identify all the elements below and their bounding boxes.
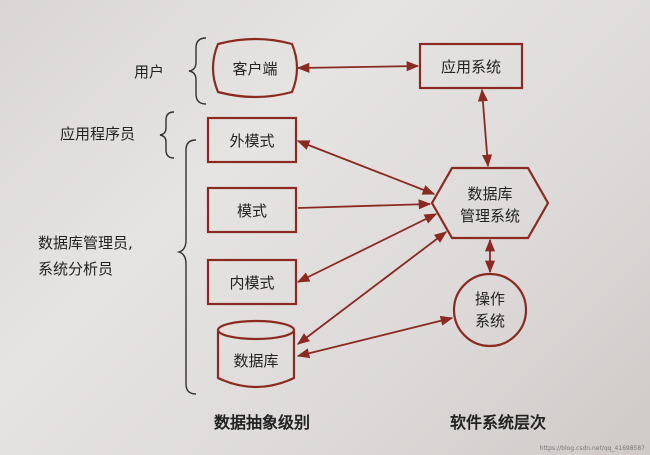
role-app-programmer-label: 应用程序员 — [60, 125, 135, 143]
os-label-line2: 系统 — [475, 312, 505, 330]
database-label: 数据库 — [233, 352, 278, 370]
external-schema-node: 外模式 — [206, 116, 298, 164]
role-user-label: 用户 — [134, 63, 164, 81]
brace-dba — [176, 139, 197, 395]
client-node: 客户端 — [211, 37, 299, 99]
caption-software-layers: 软件系统层次 — [450, 413, 546, 432]
schema-label: 模式 — [237, 202, 267, 220]
edge-database-os — [296, 315, 454, 359]
role-dba-label: 数据库管理员, — [38, 234, 133, 252]
caption-abstraction-levels: 数据抽象级别 — [214, 413, 310, 432]
os-label-line1: 操作 — [475, 290, 505, 308]
edge-database-dbms — [296, 231, 448, 345]
brace-user — [188, 37, 207, 105]
schema-node: 模式 — [206, 186, 298, 234]
watermark: https://blog.csdn.net/qq_41698587 — [540, 445, 646, 452]
app-system-label: 应用系统 — [441, 58, 501, 76]
edge-appsystem-dbms — [477, 88, 493, 168]
edge-external-dbms — [296, 140, 436, 195]
os-node: 操作 系统 — [452, 272, 528, 348]
dbms-label-line1: 数据库 — [467, 185, 512, 203]
edge-schema-dbms — [297, 199, 432, 210]
dbms-label-line2: 管理系统 — [460, 207, 520, 225]
edge-internal-dbms — [296, 213, 438, 283]
dbms-node: 数据库 管理系统 — [430, 166, 550, 240]
edge-client-appsystem — [296, 61, 420, 73]
client-label: 客户端 — [232, 60, 277, 78]
internal-schema-node: 内模式 — [206, 258, 298, 306]
database-node: 数据库 — [216, 319, 296, 389]
app-system-node: 应用系统 — [418, 42, 524, 90]
external-schema-label: 外模式 — [229, 132, 274, 150]
role-analyst-label: 系统分析员 — [38, 260, 113, 278]
brace-app-programmer — [159, 111, 175, 159]
internal-schema-label: 内模式 — [229, 274, 274, 292]
